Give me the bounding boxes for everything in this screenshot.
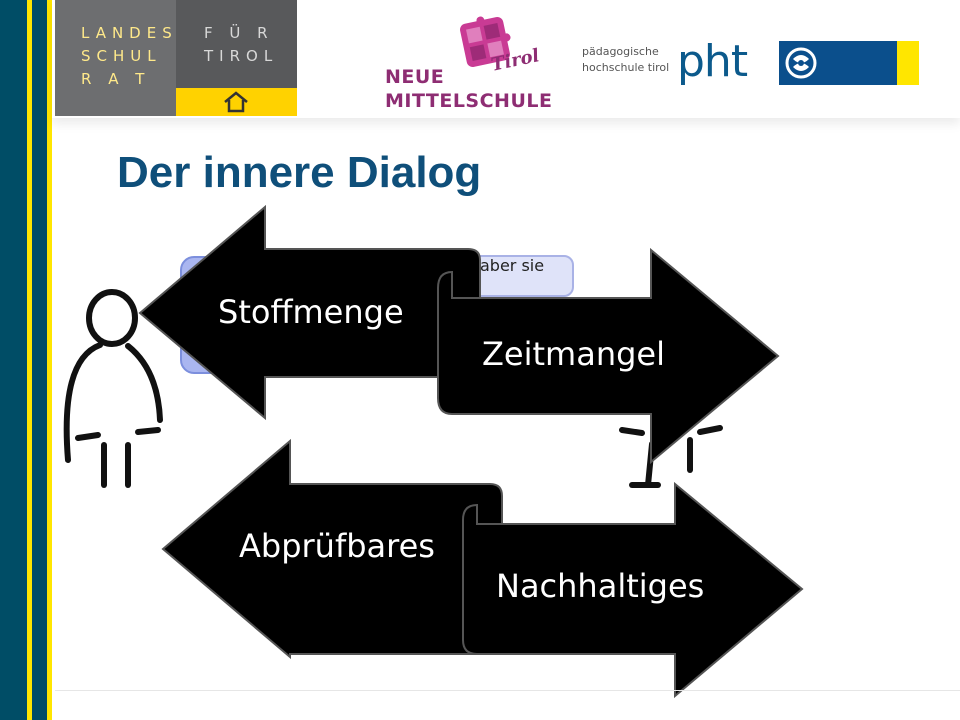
arrow-nachhaltiges <box>462 481 804 699</box>
arrow-label-stoffmenge: Stoffmenge <box>218 293 404 331</box>
land-tirol-logo <box>779 41 919 85</box>
left-accent-bar <box>0 0 27 720</box>
arrow-label-zeitmangel: Zeitmangel <box>482 335 665 373</box>
pht-text-paedagogische: pädagogische <box>582 45 659 58</box>
speech-bubble-right <box>470 255 574 297</box>
footer-divider <box>55 690 960 691</box>
logo-text-neue: NEUE <box>385 66 445 88</box>
stick-figure-left <box>63 289 163 488</box>
logo-text-schul: SCHUL <box>81 47 162 65</box>
arrow-abpruefbares <box>161 438 503 660</box>
logo-text-tirol: TIROL <box>204 47 279 65</box>
arrow-zeitmangel <box>437 247 780 465</box>
house-icon <box>224 91 248 113</box>
arrow-label-nachhaltiges: Nachhaltiges <box>496 567 705 605</box>
puzzle-icon <box>460 16 511 67</box>
pht-logo: pht <box>677 36 748 87</box>
logo-text-mittelschule: MITTELSCHULE <box>385 90 553 112</box>
land-tirol-emblem-icon <box>785 47 817 79</box>
slide-title: Der innere Dialog <box>117 148 482 197</box>
landesschulrat-logo: LANDES SCHUL R A T F Ü R TIROL <box>55 0 297 116</box>
left-inner-bar <box>32 0 47 720</box>
arrow-label-abpruefbares: Abprüfbares <box>239 527 435 565</box>
logo-text-rat: R A T <box>81 70 151 88</box>
pht-text-hochschule: hochschule tirol <box>582 61 670 74</box>
logo-text-fuer: F Ü R <box>204 24 274 42</box>
logo-text-landes: LANDES <box>81 24 178 42</box>
speech-bubble-text: aber sie <box>480 256 545 275</box>
neue-mittelschule-logo: Tirol NEUE MITTELSCHULE <box>381 8 556 118</box>
